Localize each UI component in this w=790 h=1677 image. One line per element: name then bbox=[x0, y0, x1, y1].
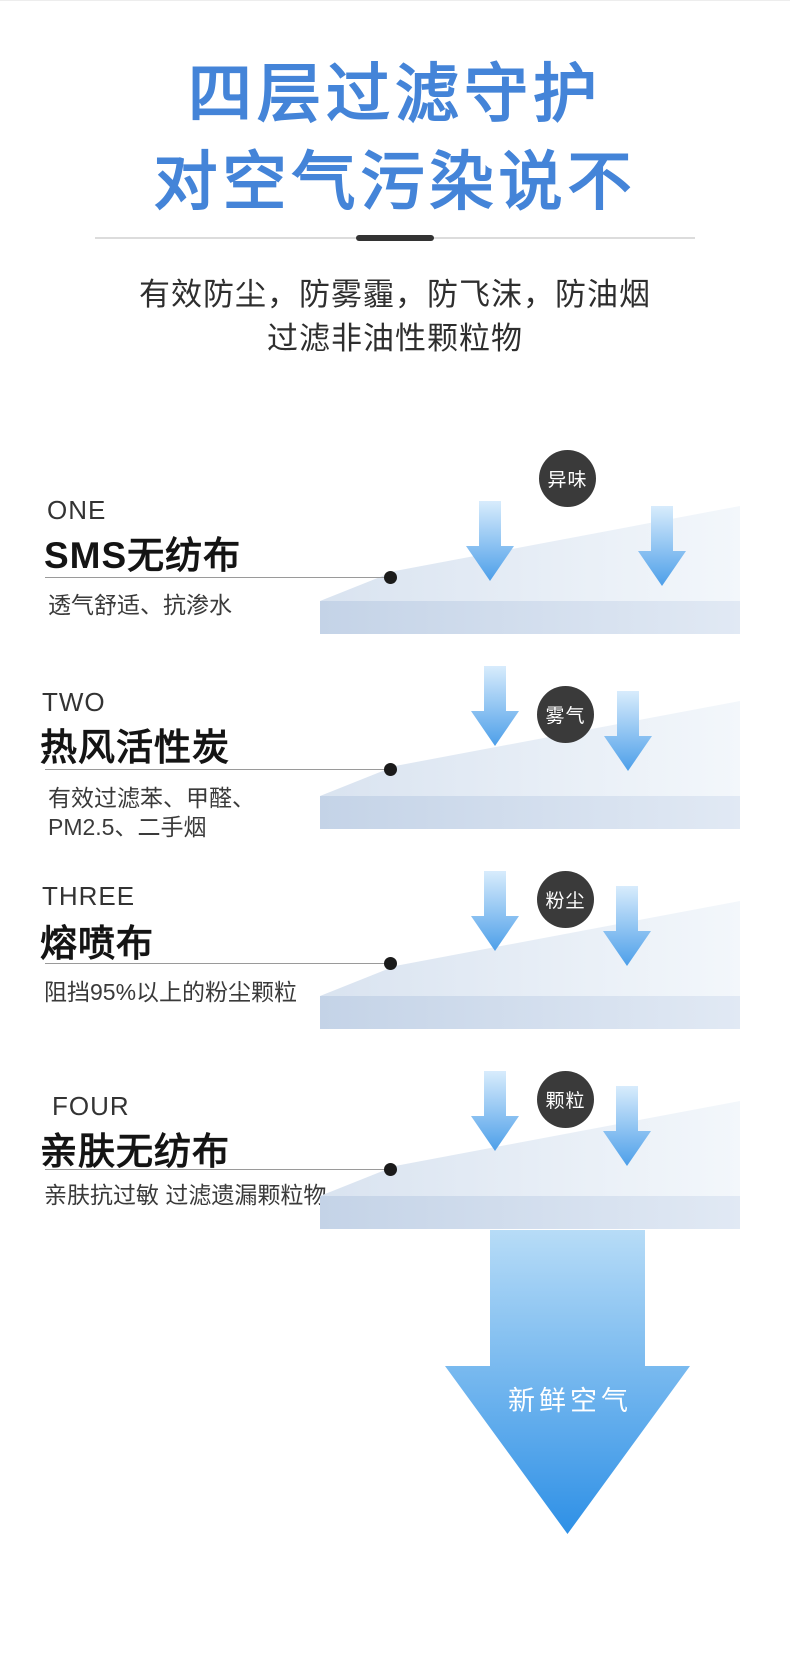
down-arrow-icon bbox=[471, 666, 519, 746]
layer-description: 阻挡95%以上的粉尘颗粒 bbox=[44, 978, 297, 1007]
layer-description: 有效过滤苯、甲醛、 PM2.5、二手烟 bbox=[48, 784, 255, 842]
layer-2-sheet-graphic bbox=[320, 666, 740, 829]
layer-name: SMS无纺布 bbox=[44, 535, 242, 576]
down-arrow-icon bbox=[604, 691, 652, 771]
layer-ordinal: TWO bbox=[42, 687, 106, 717]
layer-description-line-1: 有效过滤苯、甲醛、 bbox=[48, 785, 255, 811]
pollutant-badge: 颗粒 bbox=[537, 1071, 594, 1128]
sheet-front-rim bbox=[320, 1196, 740, 1229]
layer-description: 透气舒适、抗渗水 bbox=[48, 591, 232, 620]
pollutant-badge: 粉尘 bbox=[537, 871, 594, 928]
sheet-top-face bbox=[320, 901, 740, 996]
divider-accent bbox=[356, 235, 434, 241]
leader-line bbox=[45, 957, 397, 970]
leader-line bbox=[45, 763, 397, 776]
down-arrow-icon bbox=[603, 1086, 651, 1166]
subtitle-line-2: 过滤非油性颗粒物 bbox=[267, 321, 523, 356]
leader-line bbox=[45, 1163, 397, 1176]
sheet-top-face bbox=[320, 506, 740, 601]
fresh-air-arrow bbox=[445, 1230, 690, 1534]
down-arrow-icon bbox=[638, 506, 686, 586]
layer-3-sheet-graphic bbox=[320, 871, 740, 1029]
leader-dot bbox=[384, 571, 397, 584]
pollutant-badge: 雾气 bbox=[537, 686, 594, 743]
layer-ordinal: ONE bbox=[47, 495, 107, 525]
down-arrow-icon bbox=[603, 886, 651, 966]
layer-description-line-1: 亲肤抗过敏 过滤遗漏颗粒物 bbox=[44, 1182, 327, 1208]
down-arrow-icon bbox=[471, 871, 519, 951]
sheet-front-rim bbox=[320, 796, 740, 829]
sheet-top-face bbox=[320, 1101, 740, 1196]
leader-dot bbox=[384, 763, 397, 776]
pollutant-badge: 异味 bbox=[539, 450, 596, 507]
layer-1-sheet-graphic bbox=[320, 501, 740, 634]
fresh-air-label: 新鲜空气 bbox=[508, 1386, 632, 1416]
leader-dot bbox=[384, 957, 397, 970]
layer-description-line-1: 阻挡95%以上的粉尘颗粒 bbox=[44, 979, 298, 1005]
layer-name: 亲肤无纺布 bbox=[40, 1131, 230, 1172]
page-title-line-2: 对空气污染说不 bbox=[153, 146, 637, 218]
layer-description: 亲肤抗过敏 过滤遗漏颗粒物 bbox=[44, 1181, 326, 1210]
layer-name: 熔喷布 bbox=[40, 923, 154, 964]
layer-ordinal: THREE bbox=[42, 881, 136, 911]
leader-dot bbox=[384, 1163, 397, 1176]
page-title-line-1: 四层过滤守护 bbox=[188, 58, 602, 130]
layer-ordinal: FOUR bbox=[52, 1091, 130, 1121]
layer-name: 热风活性炭 bbox=[40, 727, 230, 768]
sheet-front-rim bbox=[320, 996, 740, 1029]
layer-description-line-1: 透气舒适、抗渗水 bbox=[48, 592, 232, 618]
down-arrow-icon bbox=[466, 501, 514, 581]
down-arrow-icon bbox=[471, 1071, 519, 1151]
sheet-front-rim bbox=[320, 601, 740, 634]
layer-description-line-2: PM2.5、二手烟 bbox=[48, 814, 207, 840]
layer-4-sheet-graphic bbox=[320, 1071, 740, 1229]
leader-line bbox=[45, 571, 397, 584]
subtitle-line-1: 有效防尘，防雾霾，防飞沫，防油烟 bbox=[139, 277, 651, 312]
sheet-top-face bbox=[320, 701, 740, 796]
